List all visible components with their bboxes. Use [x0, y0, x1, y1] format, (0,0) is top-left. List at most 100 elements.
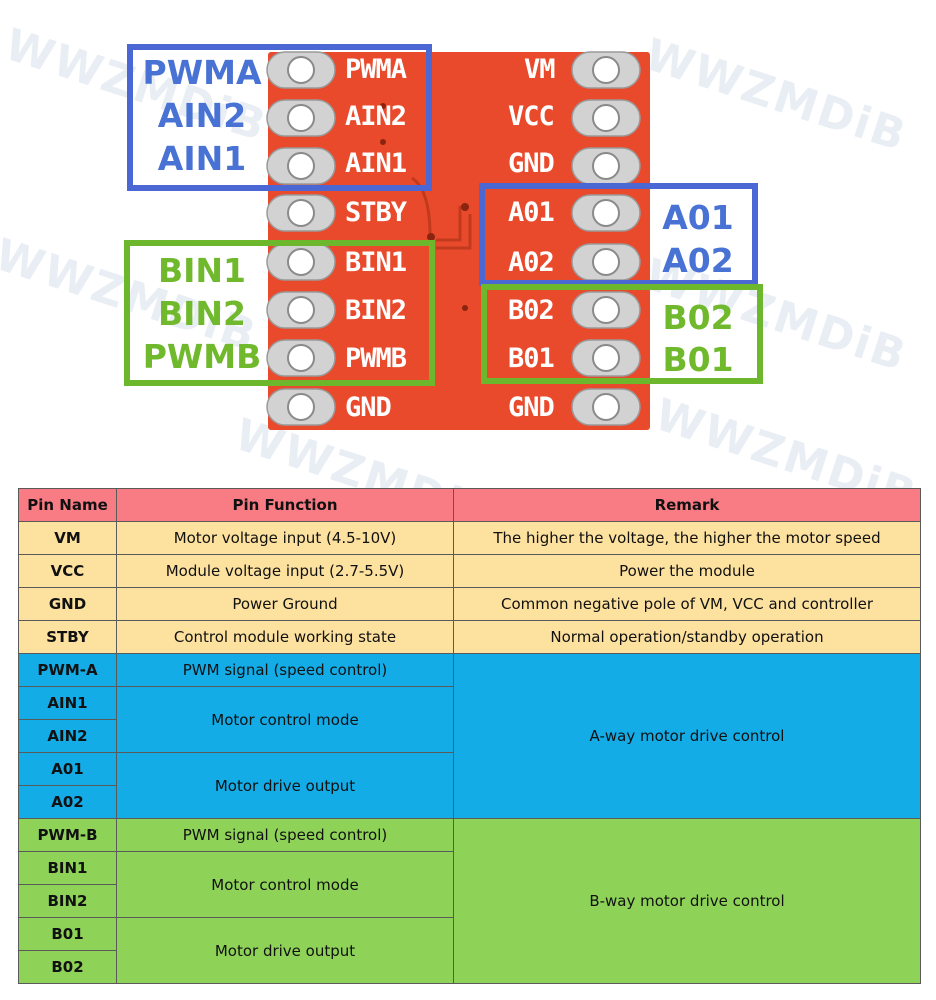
pin-hole	[287, 344, 315, 372]
via	[427, 233, 435, 241]
callout-ain1: AIN1	[157, 139, 247, 178]
pin-label-vcc: VCC	[508, 101, 555, 132]
callout-ain2: AIN2	[157, 96, 247, 135]
pin-function-cell: PWM signal (speed control)	[116, 653, 454, 687]
callout-box-pwmb-group	[124, 240, 435, 386]
callout-box-b-output	[481, 284, 763, 384]
callout-bin2: BIN2	[157, 294, 246, 333]
pin-hole	[592, 56, 620, 84]
pin-name-cell: B02	[18, 950, 117, 984]
pin-hole	[287, 104, 315, 132]
via	[380, 103, 386, 109]
pin-function-cell: Module voltage input (2.7-5.5V)	[116, 554, 454, 588]
pin-hole	[592, 199, 620, 227]
pin-label-bin1: BIN1	[345, 247, 407, 278]
pin-table: Pin Name Pin Function Remark VM Motor vo…	[18, 488, 921, 984]
pin-label-a01: A01	[508, 197, 555, 228]
table-row: B01 Motor drive output	[18, 917, 921, 984]
header-pin-function: Pin Function	[116, 488, 454, 522]
pin-label-a02: A02	[508, 247, 555, 278]
table-row: STBY Control module working state Normal…	[18, 620, 921, 654]
pin-function-cell: Power Ground	[116, 587, 454, 621]
pin-function-cell: Motor voltage input (4.5-10V)	[116, 521, 454, 555]
pin-name-cell: PWM-B	[18, 818, 117, 852]
callout-b02: B02	[662, 298, 734, 337]
pin-label-stby: STBY	[345, 197, 407, 228]
pin-name-cell: A01	[18, 752, 117, 786]
pin-hole	[592, 393, 620, 421]
pin-label-b02: B02	[508, 295, 555, 326]
table-row: PWM-A PWM signal (speed control) A-way m…	[18, 653, 921, 819]
pin-name-cell: VM	[18, 521, 117, 555]
pin-name-cell: BIN2	[18, 884, 117, 918]
pin-name-cell: VCC	[18, 554, 117, 588]
remark-cell: Normal operation/standby operation	[453, 620, 921, 654]
pin-label-gnd-left: GND	[345, 392, 392, 423]
pin-hole	[287, 248, 315, 276]
pin-function-cell: Motor control mode	[116, 851, 454, 918]
via	[462, 305, 468, 311]
pin-name-cell: BIN1	[18, 851, 117, 885]
trace	[411, 176, 432, 237]
pin-label-gnd-right: GND	[508, 148, 555, 179]
table-row: AIN2	[18, 719, 921, 753]
pin-label-gnd-bottom: GND	[508, 392, 555, 423]
pin-label-b01: B01	[508, 343, 555, 374]
pin-function-cell: Motor drive output	[116, 752, 454, 819]
callout-pwma: PWMA	[142, 53, 262, 92]
pin-hole	[592, 248, 620, 276]
table-row: VM Motor voltage input (4.5-10V) The hig…	[18, 521, 921, 555]
callout-box-a-output	[479, 183, 758, 286]
pin-name-cell: GND	[18, 587, 117, 621]
remark-cell: Power the module	[453, 554, 921, 588]
header-pin-name: Pin Name	[18, 488, 117, 522]
callout-a01: A01	[662, 198, 734, 237]
pin-hole	[592, 104, 620, 132]
pin-pads	[266, 51, 641, 426]
pin-hole	[592, 296, 620, 324]
pin-name-cell: AIN1	[18, 686, 117, 720]
table-row: BIN2	[18, 884, 921, 918]
trace	[436, 214, 472, 250]
remark-cell: The higher the voltage, the higher the m…	[453, 521, 921, 555]
callout-box-pwma-group	[127, 44, 432, 191]
pin-hole	[287, 56, 315, 84]
via	[380, 139, 386, 145]
table-row: BIN1 Motor control mode	[18, 851, 921, 918]
trace	[436, 206, 462, 242]
pin-name-cell: B01	[18, 917, 117, 951]
table-row: PWM-B PWM signal (speed control) B-way m…	[18, 818, 921, 984]
pin-name-cell: A02	[18, 785, 117, 819]
callout-b01: B01	[662, 340, 734, 379]
pin-hole	[287, 199, 315, 227]
table-row: A01 Motor drive output	[18, 752, 921, 819]
pin-label-bin2: BIN2	[345, 295, 407, 326]
pin-function-cell: Motor drive output	[116, 917, 454, 984]
table-row: AIN1 Motor control mode	[18, 686, 921, 753]
remark-cell: A-way motor drive control	[453, 653, 921, 819]
pin-hole	[287, 152, 315, 180]
pin-label-ain1: AIN1	[345, 148, 407, 179]
pin-label-pwmb: PWMB	[345, 343, 407, 374]
pin-function-cell: Motor control mode	[116, 686, 454, 753]
pin-label-vm: VM	[524, 54, 556, 85]
pin-label-ain2: AIN2	[345, 101, 407, 132]
callout-bin1: BIN1	[157, 251, 246, 290]
driver-board-illustration	[266, 51, 650, 430]
pin-hole	[287, 296, 315, 324]
table-row: A02	[18, 785, 921, 819]
header-remark: Remark	[453, 488, 921, 522]
pin-name-cell: AIN2	[18, 719, 117, 753]
table-row: GND Power Ground Common negative pole of…	[18, 587, 921, 621]
pin-hole	[592, 344, 620, 372]
pin-function-cell: Control module working state	[116, 620, 454, 654]
pin-label-pwma: PWMA	[345, 54, 407, 85]
pin-function-cell: PWM signal (speed control)	[116, 818, 454, 852]
pin-hole	[287, 393, 315, 421]
table-row: B02	[18, 950, 921, 984]
pin-hole	[592, 152, 620, 180]
via	[461, 203, 469, 211]
remark-cell: B-way motor drive control	[453, 818, 921, 984]
callout-pwmb: PWMB	[142, 337, 262, 376]
pin-name-cell: PWM-A	[18, 653, 117, 687]
